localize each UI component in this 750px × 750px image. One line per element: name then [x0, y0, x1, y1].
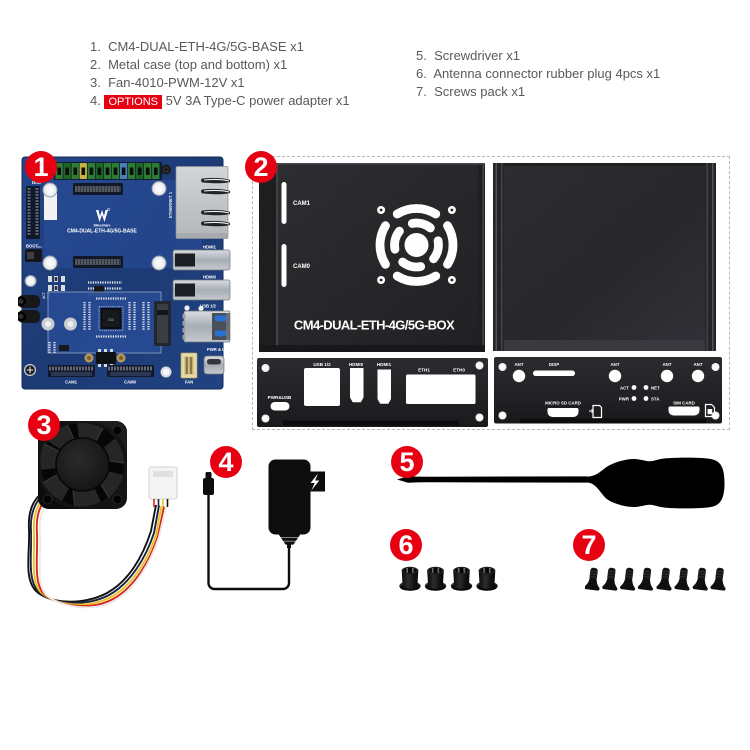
svg-text:HDMI0: HDMI0	[349, 362, 364, 367]
svg-text:ANT: ANT	[610, 362, 619, 367]
svg-text:ANT: ANT	[662, 362, 671, 367]
svg-text:HDMI0: HDMI0	[203, 275, 217, 280]
svg-text:ETH0: ETH0	[453, 368, 465, 373]
svg-text:ACT: ACT	[42, 292, 46, 299]
svg-text:PWR & USB: PWR & USB	[207, 347, 231, 352]
svg-text:HDMI1: HDMI1	[377, 362, 392, 367]
svg-text:Waveshare: Waveshare	[94, 224, 111, 228]
svg-text:USB 1/2: USB 1/2	[313, 362, 331, 367]
svg-text:FAN: FAN	[185, 380, 193, 385]
svg-text:PWR: PWR	[619, 397, 630, 402]
svg-text:ACT: ACT	[620, 386, 629, 391]
svg-text:NET: NET	[651, 386, 660, 391]
svg-text:STA: STA	[651, 397, 660, 402]
svg-text:ANT: ANT	[693, 362, 702, 367]
svg-text:Z8A: Z8A	[108, 318, 115, 322]
svg-text:CAM1: CAM1	[65, 380, 78, 385]
svg-text:ANT: ANT	[514, 362, 523, 367]
svg-text:CM4-DUAL-ETH-4G/5G-BASE: CM4-DUAL-ETH-4G/5G-BASE	[67, 229, 137, 235]
svg-text:ON: ON	[37, 245, 42, 249]
svg-text:HDMI1: HDMI1	[203, 245, 217, 250]
svg-text:SIM CARD: SIM CARD	[673, 401, 695, 406]
svg-text:BOOT: BOOT	[26, 244, 39, 249]
svg-text:CAM0: CAM0	[124, 380, 137, 385]
svg-text:ETHERNET 1: ETHERNET 1	[168, 191, 173, 218]
svg-text:PWR&USB: PWR&USB	[268, 395, 292, 400]
svg-text:ETH1: ETH1	[418, 368, 430, 373]
svg-text:USB 1/2: USB 1/2	[200, 304, 216, 309]
svg-text:DISP: DISP	[549, 362, 559, 367]
svg-text:MICRO SD CARD: MICRO SD CARD	[545, 401, 581, 406]
